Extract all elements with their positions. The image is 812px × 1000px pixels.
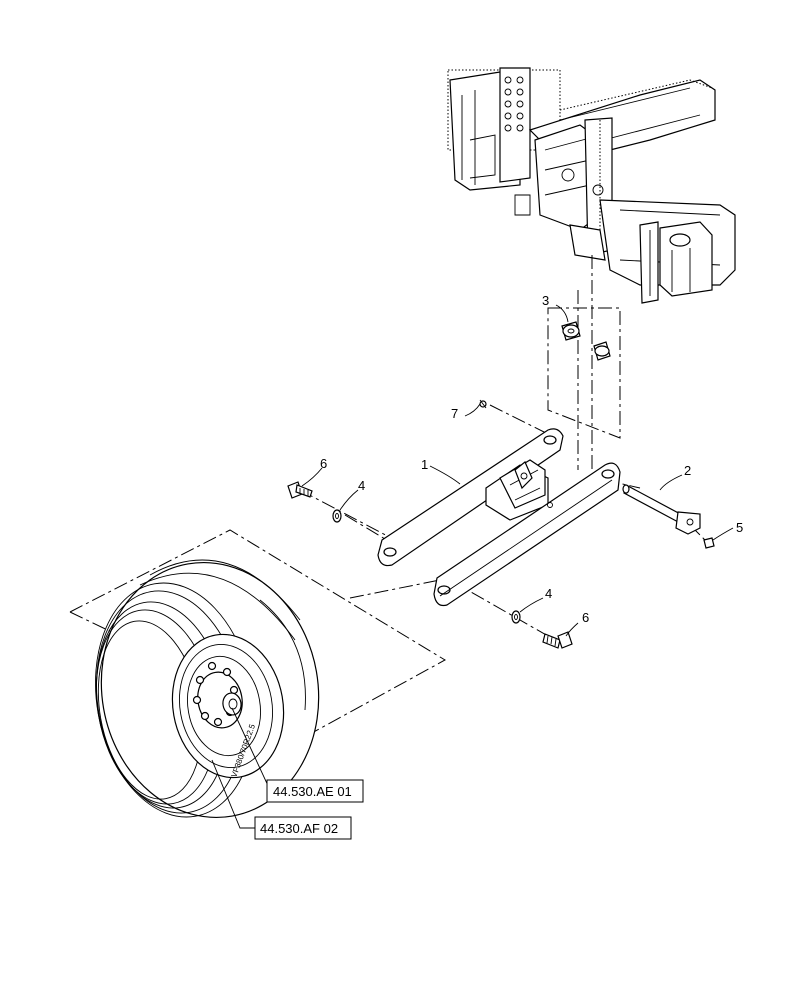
bolt-part-6-lower	[542, 631, 573, 649]
washer-part-4-upper	[332, 509, 342, 523]
callout-1: 1	[421, 457, 428, 472]
callout-labels: 1 2 3 4 4 5 6 6 7	[320, 293, 743, 625]
wheel-assembly	[95, 559, 320, 819]
callout-3: 3	[542, 293, 549, 308]
reference-label-af02: 44.530.AF 02	[260, 821, 338, 836]
reference-box-af02[interactable]: 44.530.AF 02	[254, 816, 352, 840]
leader-dashed-lines	[69, 255, 706, 746]
callout-leaders	[211, 304, 734, 829]
callout-5: 5	[736, 520, 743, 535]
bushing-part-3	[561, 321, 611, 361]
bolt-part-6-upper	[287, 481, 313, 499]
grease-fitting-part-7	[479, 399, 487, 409]
callout-7: 7	[451, 406, 458, 421]
callout-2: 2	[684, 463, 691, 478]
reference-box-ae01[interactable]: 44.530.AE 01	[266, 779, 364, 803]
reference-label-ae01: 44.530.AE 01	[273, 784, 352, 799]
frame-assembly	[447, 67, 736, 304]
arm-assembly-part-1	[377, 428, 621, 607]
callout-4-upper: 4	[358, 478, 365, 493]
washer-part-4-lower	[511, 610, 521, 624]
callout-4-lower: 4	[545, 586, 552, 601]
bolt-part-5	[703, 537, 715, 549]
pin-part-2	[622, 484, 701, 535]
callout-6-lower: 6	[582, 610, 589, 625]
callout-6-upper: 6	[320, 456, 327, 471]
